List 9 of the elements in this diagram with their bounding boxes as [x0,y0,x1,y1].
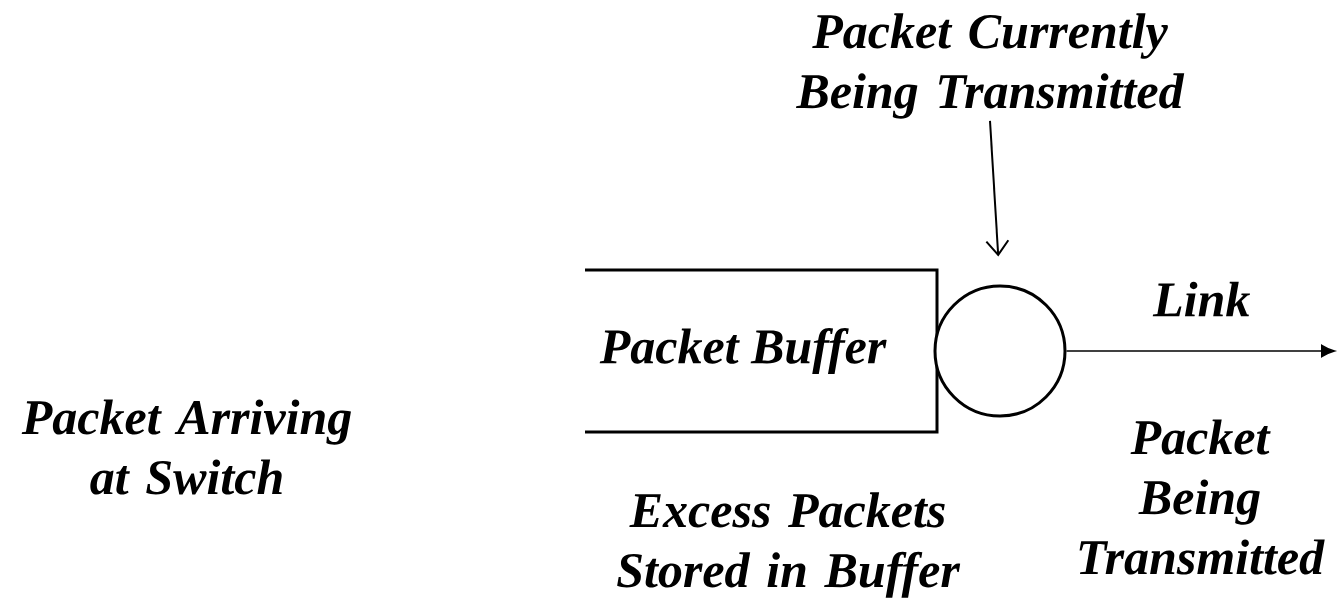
circle-shape [933,284,1067,418]
caption-text: Packet Being Transmitted [1079,419,1325,575]
buffer-box: Packet Buffer [585,268,939,434]
edge-label: Link [1151,279,1253,319]
arrow [985,119,1010,257]
arrow [1065,344,1336,358]
caption-text: Packet Arriving at Switch [21,399,351,495]
callout-text: Packet Currently Being Transmitted [796,13,1185,119]
caption-text: Excess Packets Stored in Buffer [617,492,961,598]
